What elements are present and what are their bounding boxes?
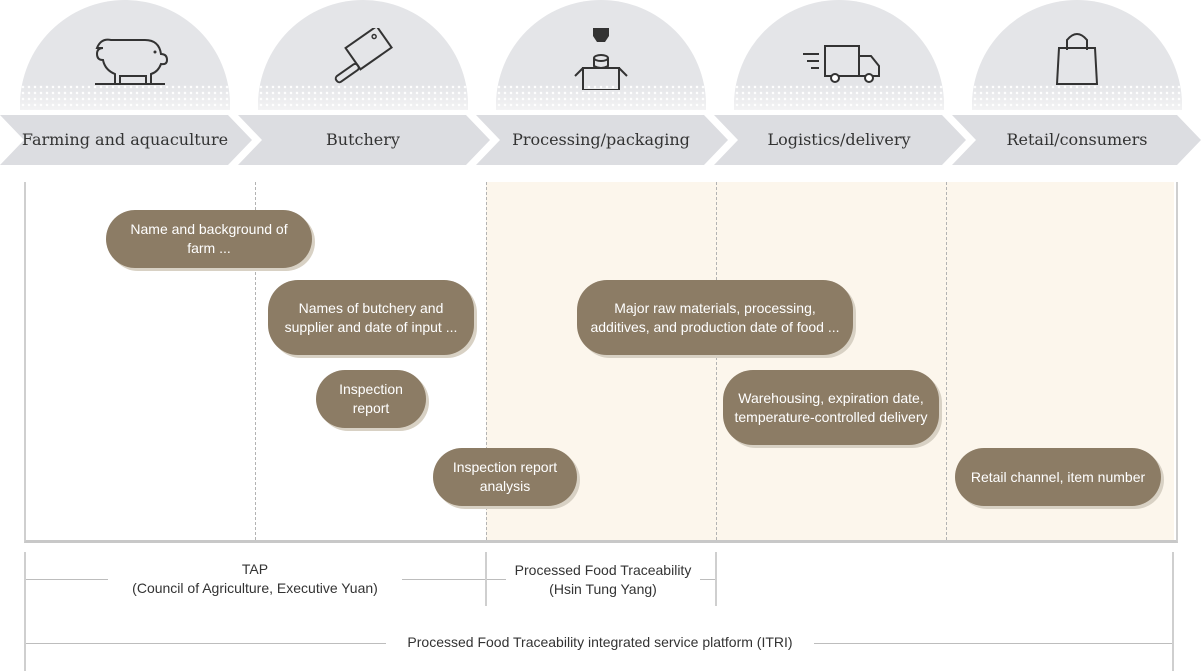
- stage-label-retail: Retail/consumers: [1006, 130, 1148, 149]
- stage-label-butchery: Butchery: [326, 130, 400, 149]
- tap-platform-label: TAP (Council of Agriculture, Executive Y…: [108, 560, 402, 598]
- retail-info-pill: Retail channel, item number: [955, 448, 1161, 506]
- inspection-analysis-pill: Inspection report analysis: [433, 448, 577, 506]
- stage-farming: Farming and aquaculture: [0, 0, 252, 170]
- itri-bracket-right: [1172, 552, 1174, 671]
- processing-info-pill: Major raw materials, processing, additiv…: [577, 280, 853, 355]
- farm-info-pill: Name and background of farm ...: [106, 210, 312, 268]
- stage-label-farming: Farming and aquaculture: [21, 130, 229, 149]
- butchery-info-pill: Names of butchery and supplier and date …: [268, 280, 474, 355]
- shopping-bag-icon: [1055, 33, 1099, 85]
- stage-processing: Processing/packaging: [476, 0, 728, 170]
- delivery-truck-icon: [803, 45, 880, 83]
- stage-chevron: [476, 115, 728, 165]
- inspection-report-pill: Inspection report: [316, 370, 426, 428]
- pft-owner: (Hsin Tung Yang): [549, 581, 657, 597]
- stage-logistics: Logistics/delivery: [714, 0, 966, 170]
- stage-chevron: [952, 115, 1201, 165]
- stage-label-logistics: Logistics/delivery: [767, 130, 911, 149]
- stage-label-processing: Processing/packaging: [512, 130, 690, 149]
- stage-chevron: [0, 115, 252, 165]
- tap-name: TAP: [241, 561, 269, 577]
- itri-bracket-left: [24, 552, 26, 671]
- pft-name: Processed Food Traceability: [514, 562, 692, 578]
- pft-bracket-right: [715, 552, 717, 606]
- pft-platform-label: Processed Food Traceability (Hsin Tung Y…: [506, 561, 700, 599]
- tap-bracket-right: [485, 552, 487, 606]
- stage-divider: [255, 182, 256, 540]
- stage-divider: [946, 182, 947, 540]
- stage-divider: [486, 182, 487, 540]
- tap-owner: (Council of Agriculture, Executive Yuan): [132, 580, 378, 596]
- itri-platform-label: Processed Food Traceability integrated s…: [386, 633, 814, 652]
- stage-butchery: Butchery: [238, 0, 490, 170]
- stage-retail: Retail/consumers: [952, 0, 1201, 170]
- pig-icon: [95, 38, 169, 85]
- information-box: [24, 182, 1178, 543]
- logistics-info-pill: Warehousing, expiration date, temperatur…: [723, 370, 939, 445]
- stage-divider: [716, 182, 717, 540]
- packaging-machine-icon: [574, 28, 628, 90]
- stage-chevron: [238, 115, 490, 165]
- stage-chevron: [714, 115, 966, 165]
- cleaver-icon: [334, 28, 393, 84]
